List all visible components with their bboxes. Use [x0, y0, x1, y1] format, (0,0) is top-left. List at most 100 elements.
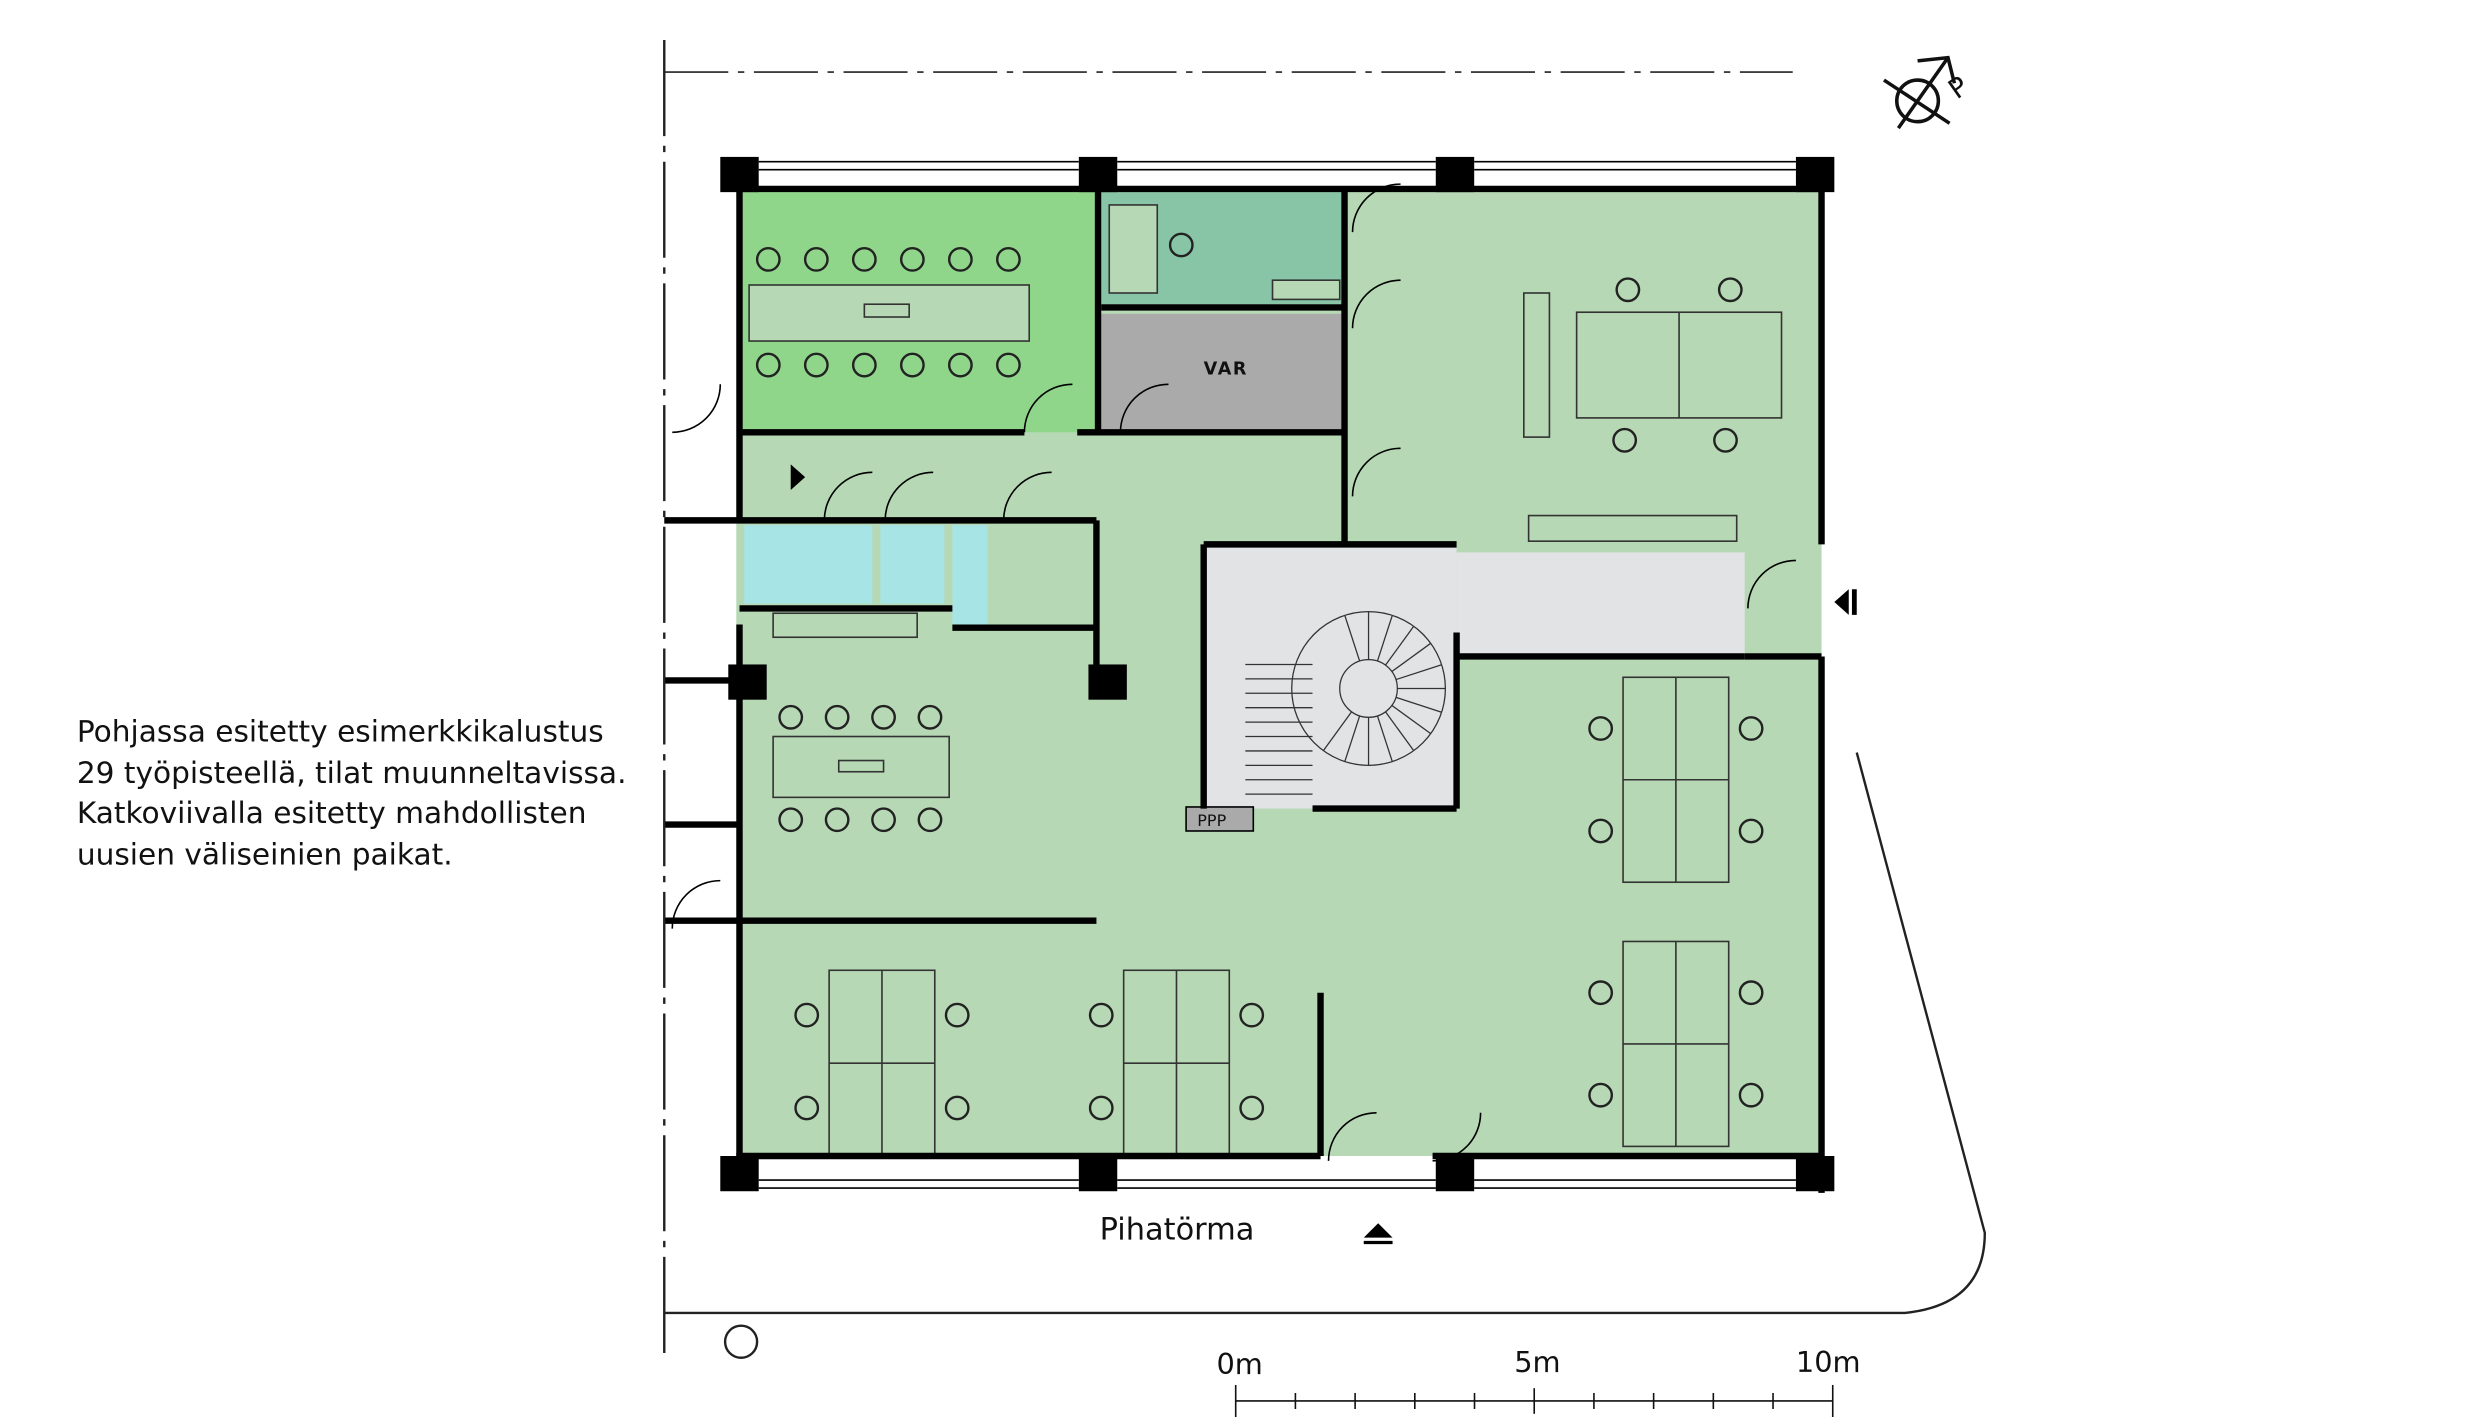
entrance-arrow-icon — [1363, 1223, 1393, 1245]
door-swing — [1351, 447, 1401, 497]
chair — [755, 246, 781, 272]
chair — [1588, 980, 1614, 1006]
chair — [1239, 1095, 1265, 1121]
walls-layer — [664, 156, 1835, 1193]
chair — [803, 246, 829, 272]
desk — [1108, 204, 1159, 294]
stair-step — [1344, 615, 1361, 662]
chair — [755, 352, 781, 378]
stair-step — [1391, 704, 1432, 735]
site-marker — [723, 1324, 759, 1359]
scale-label-10: 10m — [1796, 1345, 1861, 1379]
stair-step — [1391, 642, 1432, 673]
chair — [1168, 232, 1194, 258]
stair-step — [1376, 715, 1393, 762]
chair — [917, 704, 943, 730]
column — [1795, 1156, 1835, 1192]
ppp-box — [1185, 806, 1255, 832]
column — [720, 156, 759, 193]
furniture-layer — [748, 204, 1783, 1156]
chair — [851, 352, 877, 378]
scale-label-5: 5m — [1514, 1345, 1560, 1379]
column — [720, 1156, 759, 1192]
note-line-3: Katkoviivalla esitetty mahdollisten — [77, 796, 587, 830]
plot-boundary — [664, 752, 1987, 1315]
stair-step — [1384, 625, 1415, 666]
chair — [1612, 427, 1638, 453]
chair — [1588, 1082, 1614, 1108]
scale-label-0: 0m — [1216, 1347, 1262, 1381]
door-swing — [671, 879, 721, 929]
column — [1078, 1156, 1118, 1192]
chair — [778, 704, 804, 730]
desk — [748, 284, 1031, 342]
column — [1078, 156, 1118, 193]
chair — [996, 246, 1021, 272]
door-swing — [1432, 1112, 1482, 1162]
door-swing — [1327, 1111, 1377, 1161]
chair — [794, 1002, 820, 1028]
yard-label: Pihatörma — [1100, 1212, 1255, 1247]
chair — [1713, 427, 1738, 453]
chair — [1738, 980, 1764, 1006]
chair — [1588, 818, 1614, 844]
chair — [824, 807, 850, 833]
chair — [1239, 1002, 1265, 1028]
site-lines — [663, 40, 1987, 1361]
chair — [803, 352, 829, 378]
desk — [1271, 279, 1341, 301]
chair — [944, 1002, 970, 1028]
column — [1435, 1156, 1475, 1192]
chair — [917, 807, 943, 833]
stair-outline — [1291, 610, 1447, 766]
stair-core — [1203, 544, 1457, 809]
stair-step — [1376, 615, 1393, 662]
door-swing — [1119, 383, 1169, 433]
column — [728, 664, 767, 700]
door-swing — [1002, 471, 1052, 521]
chair — [899, 352, 925, 378]
compass: P — [1882, 55, 1974, 130]
chair — [1615, 277, 1641, 303]
chair — [947, 352, 973, 378]
table-device — [837, 759, 885, 773]
stair-step — [1322, 711, 1353, 752]
chair — [1088, 1002, 1114, 1028]
table-device — [863, 303, 910, 318]
note-line-2: 29 työpisteellä, tilat muunneltavissa. — [77, 756, 627, 790]
column — [1435, 156, 1475, 193]
compass-cross-line — [1882, 78, 1951, 125]
entrance-corridor — [1456, 552, 1745, 657]
wc-2 — [880, 525, 945, 604]
column — [1795, 156, 1835, 193]
entrance-arrow-icon — [790, 464, 806, 490]
chair — [1717, 277, 1743, 303]
compass-north-label: P — [1943, 71, 1974, 106]
chair — [871, 704, 896, 730]
chair — [824, 704, 850, 730]
door-swing — [823, 471, 873, 521]
desk — [772, 612, 918, 639]
compass-arrowhead-icon — [1917, 55, 1957, 84]
scale-bar: 0m 5m 10m — [1216, 1345, 1861, 1417]
chair — [996, 352, 1021, 378]
shower — [952, 525, 988, 625]
compass-arrow-icon — [1896, 56, 1950, 130]
wc-1 — [744, 525, 873, 604]
chair — [871, 807, 896, 833]
storage-label: VAR — [1204, 360, 1248, 380]
entrance-arrow-icon — [1834, 589, 1857, 615]
chair — [1088, 1095, 1114, 1121]
chair — [851, 246, 877, 272]
description-note: Pohjassa esitetty esimerkkikalustus 29 t… — [77, 714, 627, 871]
door-swing — [1351, 183, 1401, 233]
chair — [899, 246, 925, 272]
note-line-4: uusien väliseinien paikat. — [77, 838, 453, 872]
chair — [1738, 1082, 1764, 1108]
compass-circle-icon — [1895, 78, 1941, 124]
stair-step — [1395, 696, 1442, 713]
chair — [1738, 818, 1764, 844]
stair-step — [1395, 664, 1442, 681]
storage-room — [1101, 313, 1345, 433]
